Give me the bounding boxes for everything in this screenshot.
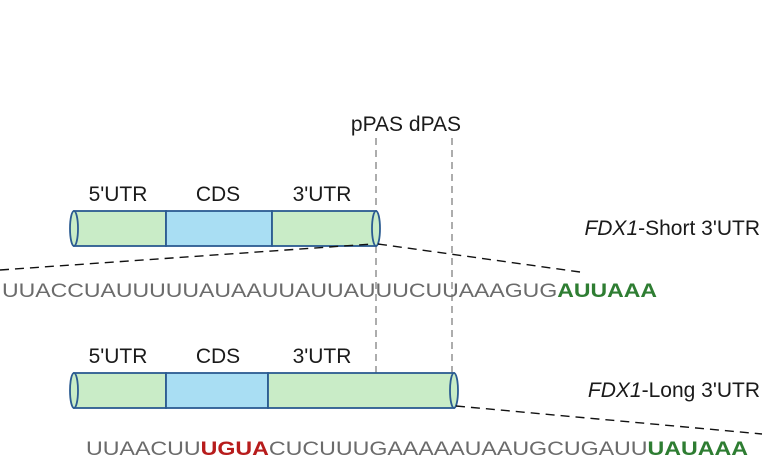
short-zoom-line-right [377, 243, 581, 273]
long-transcript-suffix: -Long 3'UTR [642, 379, 760, 402]
long-zoom-line-right [455, 405, 763, 435]
short-utr3-segment [271, 210, 377, 247]
long-ugua-motif: UGUA [201, 439, 270, 460]
pas-site-labels: pPAS dPAS [351, 113, 461, 136]
long-utr3-segment [267, 372, 455, 409]
short-transcript-suffix: -Short 3'UTR [638, 217, 760, 240]
short-pas-motif: AUUAAA [557, 281, 657, 302]
short-cds-segment [165, 210, 273, 247]
short-gene-name: FDX1 [584, 217, 638, 240]
long-cds-segment [165, 372, 269, 409]
long-gene-name: FDX1 [588, 379, 642, 402]
short-utr5-label: 5'UTR [89, 183, 148, 206]
short-cds-label: CDS [196, 183, 240, 206]
long-transcript-name: FDX1-Long 3'UTR [588, 379, 760, 402]
short-zoom-line-left [0, 243, 373, 271]
long-pas-motif: UAUAAA [648, 439, 749, 460]
long-right-cap [449, 372, 459, 409]
short-transcript: 5'UTR CDS 3'UTR FDX1-Short 3'UTR UUACCUA… [0, 183, 760, 302]
short-transcript-name: FDX1-Short 3'UTR [584, 217, 760, 240]
short-utr3-label: 3'UTR [293, 183, 352, 206]
short-utr5-segment [73, 210, 167, 247]
long-cds-label: CDS [196, 345, 240, 368]
short-left-cap [69, 210, 79, 247]
ppas-label: pPAS [351, 113, 403, 136]
long-sequence-prefix: UUAACUU [86, 439, 201, 460]
long-utr5-label: 5'UTR [89, 345, 148, 368]
dpas-label: dPAS [409, 113, 461, 136]
long-left-cap [69, 372, 79, 409]
short-sequence-prefix: UUACCUAUUUUUAUAAUUAUUAUUUCUUAAAGUG [2, 281, 557, 302]
long-utr5-segment [73, 372, 167, 409]
long-utr3-label: 3'UTR [293, 345, 352, 368]
short-right-cap [371, 210, 381, 247]
long-sequence-middle: CUCUUUGAAAAAUAAUGCUGAUU [269, 439, 648, 460]
